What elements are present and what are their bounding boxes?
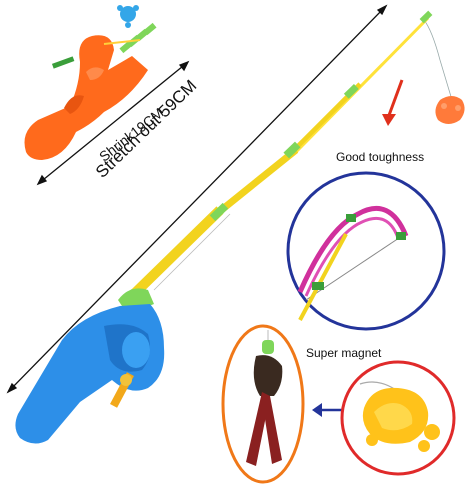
magnet-hook-detail	[221, 324, 305, 484]
small-rod	[24, 5, 157, 160]
red-arrow	[382, 79, 404, 126]
shrink-arrow	[36, 60, 190, 186]
toughness-detail	[286, 171, 446, 331]
toughness-label: Good toughness	[336, 150, 425, 164]
magnet-label: Super magnet	[306, 346, 382, 360]
magnet-turtle-detail	[340, 360, 456, 476]
stretch-arrow	[6, 4, 388, 394]
long-rod	[15, 10, 465, 444]
